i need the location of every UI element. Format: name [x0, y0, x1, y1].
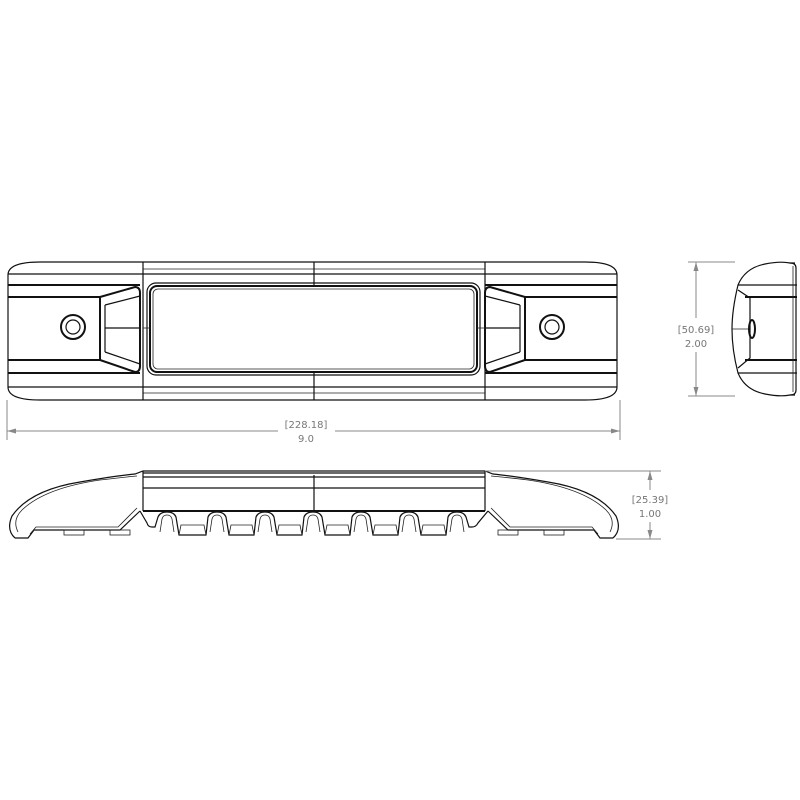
right-mounting-hole-icon [539, 314, 565, 340]
height-metric-label: [25.39] [632, 495, 669, 506]
width-metric-label: [50.69] [678, 325, 715, 336]
length-imperial-label: 9.0 [298, 434, 314, 445]
end-hole-icon [748, 319, 756, 339]
lens-window [143, 282, 485, 376]
height-dimension: [25.39] 1.00 [485, 470, 669, 540]
end-view [731, 261, 797, 397]
heat-sink-fins [139, 510, 489, 536]
side-view [9, 470, 619, 539]
width-imperial-label: 2.00 [685, 339, 707, 350]
left-mounting-hole-icon [60, 314, 86, 340]
width-dimension: [50.69] 2.00 [678, 261, 735, 397]
length-dimension: [228.18] 9.0 [6, 400, 621, 445]
height-imperial-label: 1.00 [639, 509, 661, 520]
length-metric-label: [228.18] [285, 420, 328, 431]
top-view [7, 261, 618, 401]
